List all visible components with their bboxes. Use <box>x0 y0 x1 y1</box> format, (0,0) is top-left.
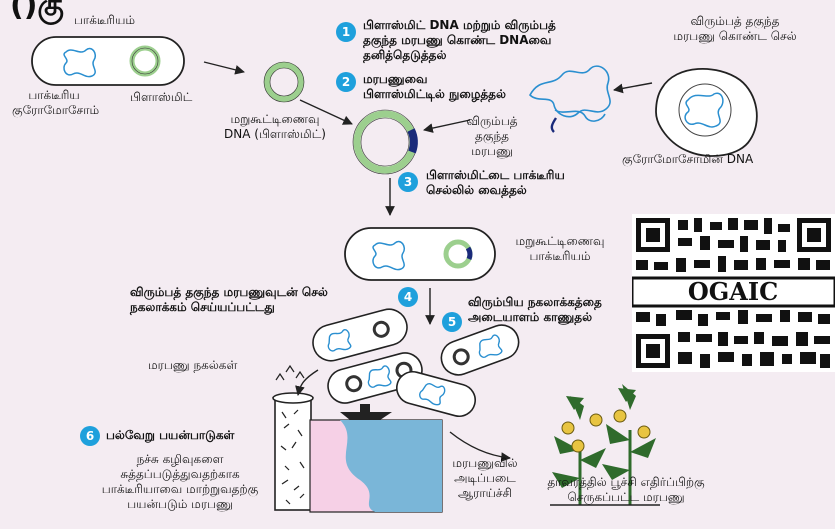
label-recombinant-plasmid: மறுகூட்டிணைவு DNA (பிளாஸ்மிட்) <box>210 112 340 142</box>
label-line: DNA (பிளாஸ்மிட்) <box>224 127 326 141</box>
label-chromosome-dna: குரோமோசோமின் DNA <box>622 152 754 166</box>
step-line: விரும்பிய நகலாக்கத்தை <box>468 295 602 309</box>
step-line: விரும்பத் தகுந்த மரபணுவுடன் செல் <box>130 285 328 299</box>
gene-copies-squiggles <box>275 364 305 381</box>
step-6-text: பல்வேறு பயன்பாடுகள் <box>106 428 235 442</box>
step-line: தனித்தெடுத்தல் <box>363 48 447 62</box>
step-line: அடையாளம் காணுதல் <box>468 310 593 324</box>
step-line: மரபணுவை <box>363 72 428 86</box>
step-line: பிளாஸ்மிட் DNA மற்றும் விரும்பத் <box>363 18 556 32</box>
label-desired-gene: விரும்பத் தகுந்த மரபணு <box>452 114 532 159</box>
step-1-text: பிளாஸ்மிட் DNA மற்றும் விரும்பத் தகுந்த … <box>363 18 556 63</box>
step-5-badge: 5 <box>442 312 462 332</box>
label-line: விரும்பத் <box>466 114 518 128</box>
step-2-text: மரபணுவை பிளாஸ்மிட்டில் நுழைத்தல் <box>363 72 506 102</box>
label-recombinant-bacterium: மறுகூட்டிணைவு பாக்டீரியம் <box>500 234 620 264</box>
donor-cell <box>655 68 758 157</box>
plants <box>550 384 660 506</box>
label-line: மறுகூட்டிணைவு <box>515 234 605 248</box>
label-plasmid: பிளாஸ்மிட் <box>130 90 193 104</box>
step-line: செல்லில் வைத்தல் <box>426 183 527 197</box>
step-2-badge: 2 <box>336 72 356 92</box>
test-tube <box>272 392 314 511</box>
label-bacterial-chromosome: பாக்டீரிய குரோமோசோம் <box>12 88 100 118</box>
qr-code-image: OGAIC <box>632 214 835 372</box>
step-line: நகலாக்கம் செய்யப்பட்டது <box>130 300 275 314</box>
label-line: பயன்படும் மரபணு <box>127 497 233 511</box>
qr-watermark-text: OGAIC <box>688 277 778 306</box>
flow-arrows <box>203 61 653 462</box>
label-line: மரபணு கொண்ட செல் <box>673 29 797 43</box>
step-4-text: விரும்பத் தகுந்த மரபணுவுடன் செல் நகலாக்க… <box>130 285 328 315</box>
step-line: பிளாஸ்மிட்டில் நுழைத்தல் <box>363 87 506 101</box>
label-donor-cell: விரும்பத் தகுந்த மரபணு கொண்ட செல் <box>635 14 835 44</box>
label-line: அடிப்படை <box>454 471 516 485</box>
cloned-bacteria <box>312 308 520 418</box>
page-heading-fragment: ()கு <box>10 0 64 23</box>
label-line: தகுந்த <box>475 129 509 143</box>
coast-scene <box>309 404 443 513</box>
label-line: குரோமோசோம் <box>12 103 100 117</box>
label-gene-copies: மரபணு நகல்கள் <box>148 358 238 372</box>
isolated-plasmid <box>263 61 305 103</box>
label-line: சுத்தப்படுத்துவதற்காக <box>120 467 240 481</box>
label-line: நச்சு கழிவுகளை <box>136 452 224 466</box>
recombinant-plasmid-diagram <box>352 109 418 175</box>
label-line: மரபணுவில் <box>452 456 518 470</box>
step-3-badge: 3 <box>398 172 418 192</box>
step-1-badge: 1 <box>336 22 356 42</box>
dna-fragments <box>529 65 611 133</box>
label-line: பாக்டீரியாவை மாற்றுவதற்கு <box>101 482 259 496</box>
label-line: மரபணு <box>471 144 513 158</box>
step-6-badge: 6 <box>80 426 100 446</box>
label-bacterium: பாக்டீரியம் <box>74 13 136 27</box>
label-line: தாவரத்தில் பூச்சி எதிர்ப்பிற்கு <box>547 475 705 489</box>
label-line: பாக்டீரியம் <box>529 249 591 263</box>
bacterium-cell <box>31 36 185 86</box>
recombinant-bacterium-cell <box>344 227 496 281</box>
step-4-badge: 4 <box>398 287 418 307</box>
label-line: செருகப்பட்ட மரபணு <box>567 490 685 504</box>
label-plant-gene: தாவரத்தில் பூச்சி எதிர்ப்பிற்கு செருகப்ப… <box>526 475 726 505</box>
step-3-text: பிளாஸ்மிட்டை பாக்டீரிய செல்லில் வைத்தல் <box>426 168 565 198</box>
label-line: ஆராய்ச்சி <box>458 486 512 500</box>
label-line: விரும்பத் தகுந்த <box>690 14 780 28</box>
step-line: பிளாஸ்மிட்டை பாக்டீரிய <box>426 168 565 182</box>
label-bacteria-use: நச்சு கழிவுகளை சுத்தப்படுத்துவதற்காக பாக… <box>90 452 270 512</box>
label-line: பாக்டீரிய <box>28 88 80 102</box>
step-5-text: விரும்பிய நகலாக்கத்தை அடையாளம் காணுதல் <box>468 295 602 325</box>
label-line: மறுகூட்டிணைவு <box>230 112 320 126</box>
label-research: மரபணுவில் அடிப்படை ஆராய்ச்சி <box>442 456 528 501</box>
step-line: தகுந்த மரபணு கொண்ட DNAவை <box>363 33 552 47</box>
